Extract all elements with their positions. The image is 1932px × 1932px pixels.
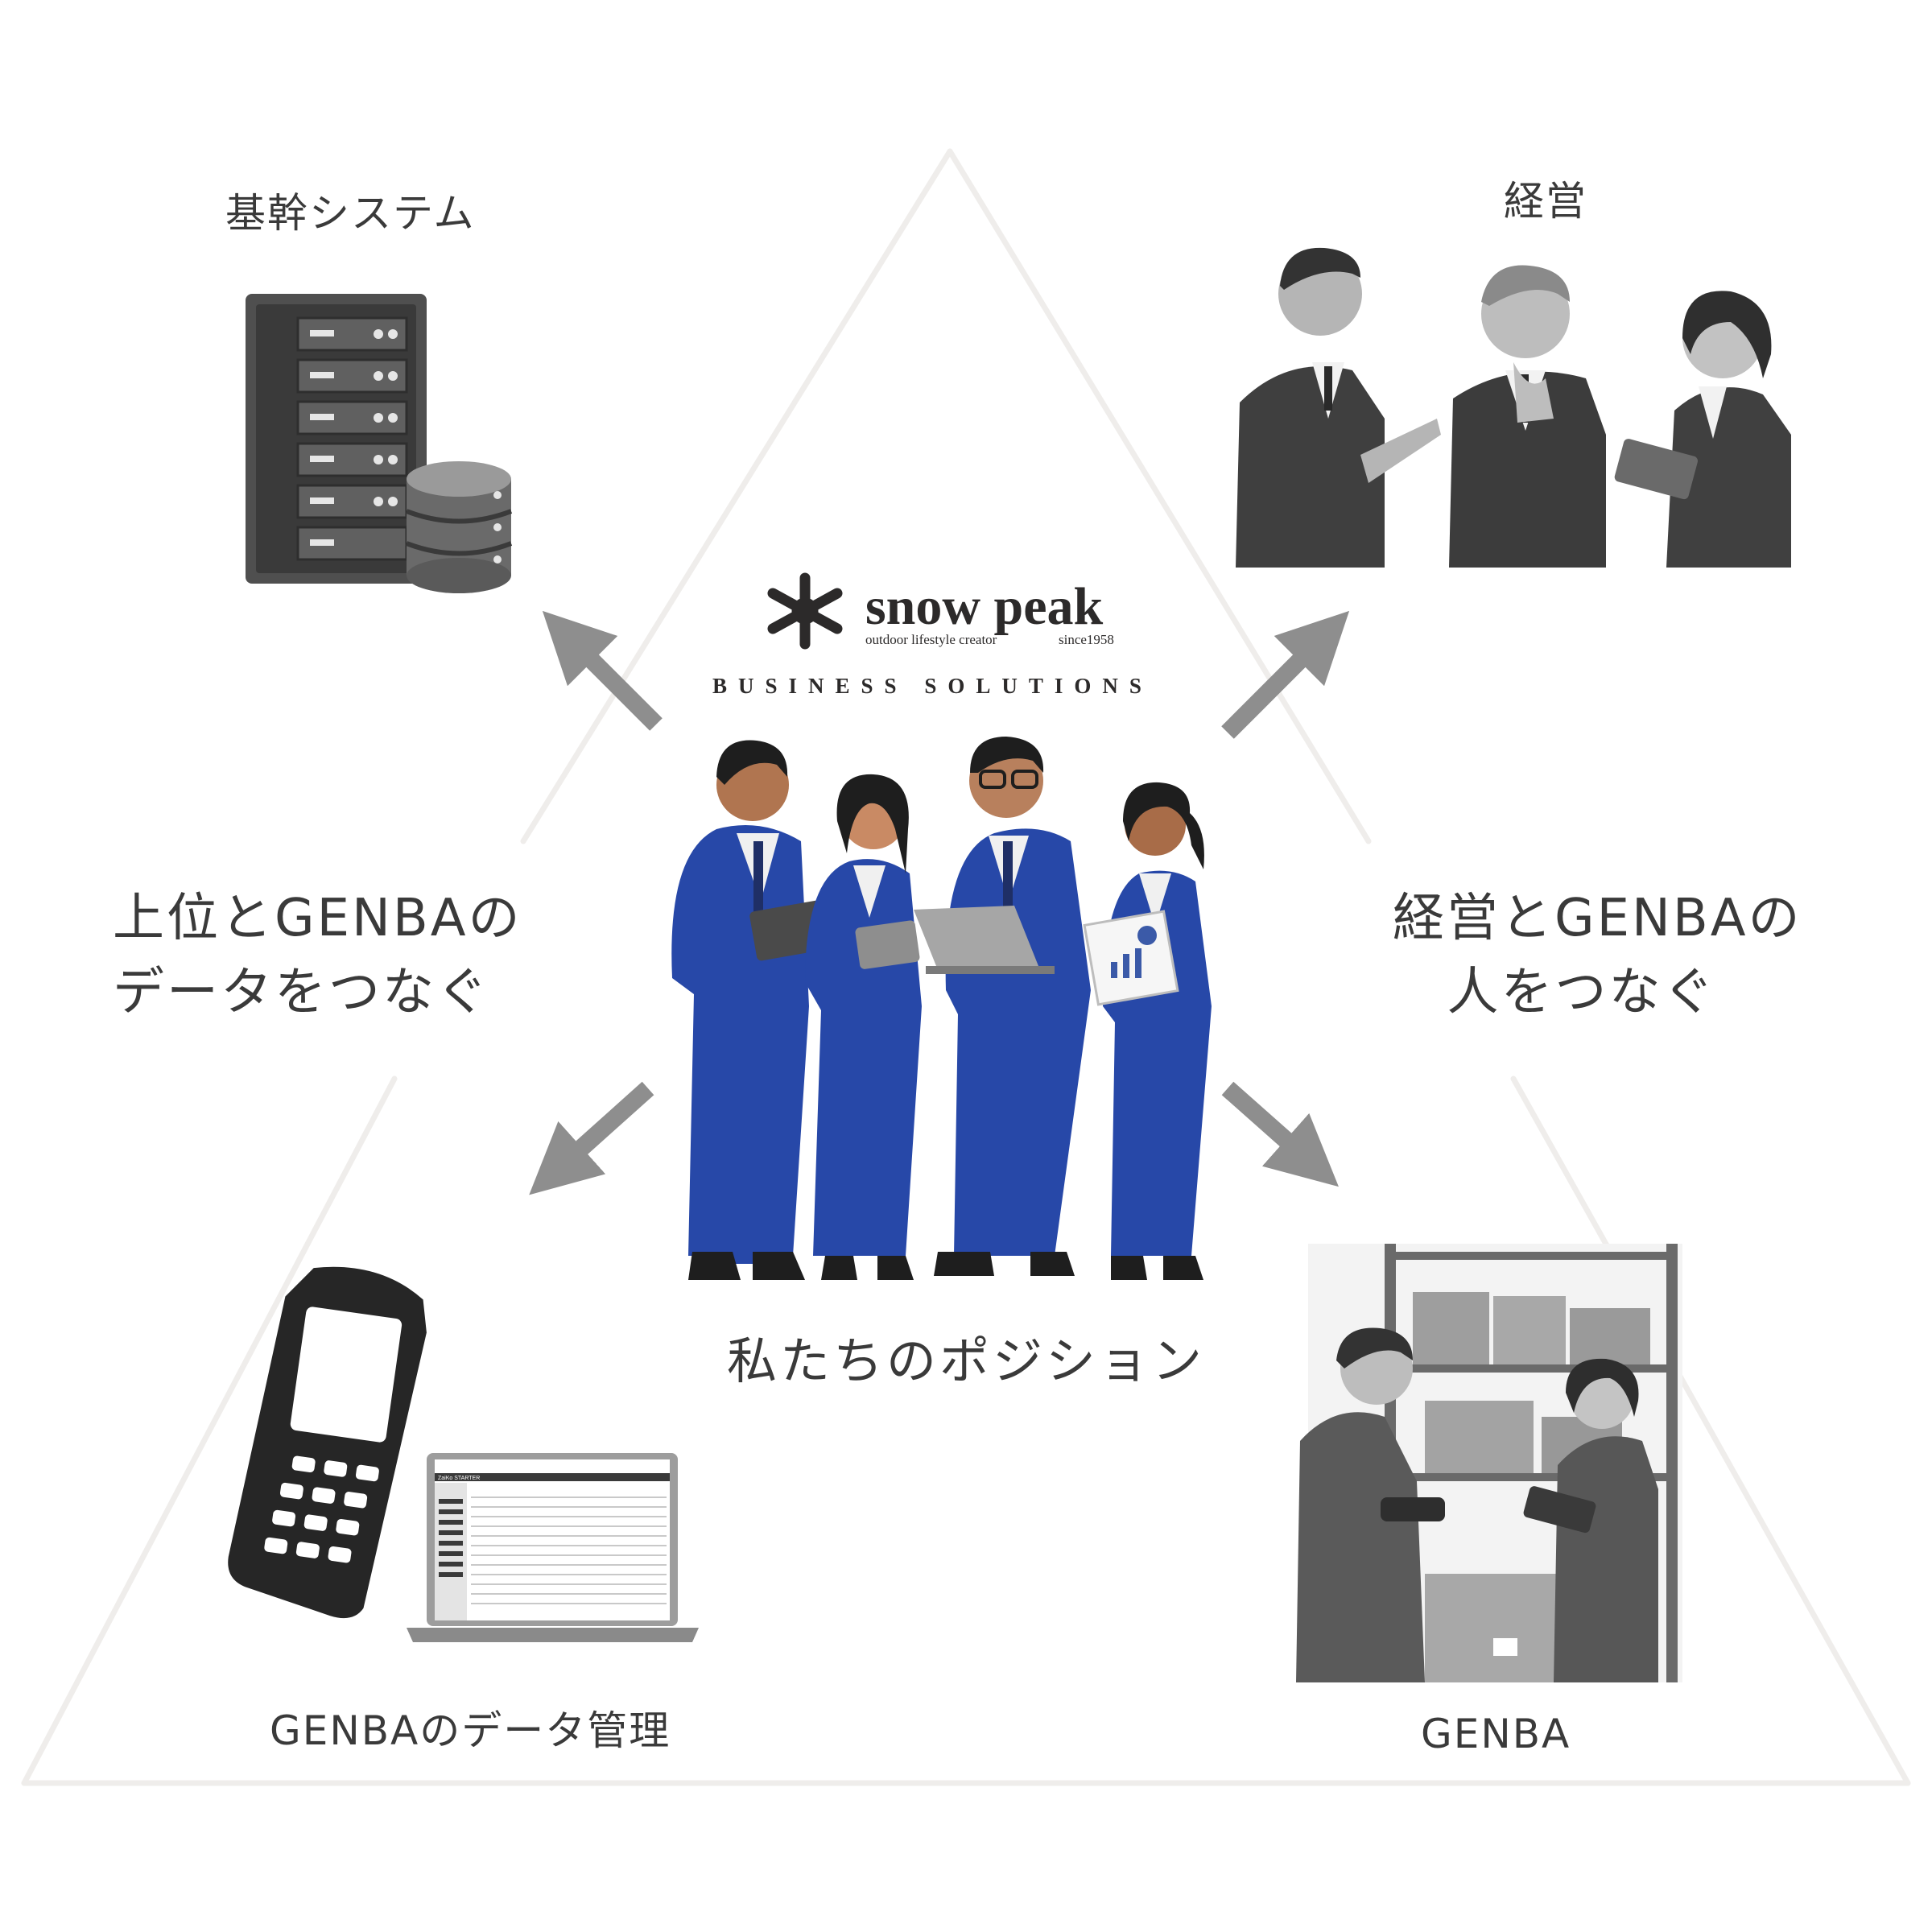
logo-since: since1958 xyxy=(1059,632,1114,647)
team-illustration xyxy=(671,737,1212,1280)
manager-figure-right xyxy=(1614,291,1791,568)
team-member-3 xyxy=(914,737,1091,1276)
logo-wordmark: snow peak xyxy=(865,577,1104,636)
genba-warehouse-illustration xyxy=(1296,1244,1682,1682)
server-rack-icon xyxy=(246,294,427,584)
logo-division: BUSINESS SOLUTIONS xyxy=(712,674,1153,698)
arrow-to-genba-data xyxy=(529,1081,654,1195)
logo-tagline: outdoor lifestyle creator xyxy=(865,632,997,647)
manager-figure-left xyxy=(1236,247,1441,568)
database-icon xyxy=(405,461,513,593)
arrow-to-management xyxy=(1221,610,1350,739)
snow-peak-logo-mark xyxy=(767,572,843,650)
center-caption: 私たちのポジション xyxy=(726,1331,1205,1390)
handheld-terminal-icon xyxy=(228,1266,427,1619)
edge-label-right: 経営とGENBAの 人をつなぐ xyxy=(1393,881,1802,1030)
laptop-screen-title: ZaiKo STARTER xyxy=(438,1476,480,1481)
edge-label-right-line1: 経営とGENBAの xyxy=(1393,889,1802,948)
arrow-to-core-system xyxy=(542,610,663,731)
edge-label-left-line1: 上位とGENBAの xyxy=(113,889,522,948)
label-core-system: 基幹システム xyxy=(225,190,476,237)
label-genba: GENBA xyxy=(1421,1711,1571,1757)
label-genba-data: GENBAのデータ管理 xyxy=(270,1707,671,1754)
worker-male xyxy=(1296,1327,1445,1682)
arrow-to-genba xyxy=(1221,1081,1339,1187)
label-management: 経営 xyxy=(1504,178,1587,225)
management-people-illustration xyxy=(1236,247,1791,568)
edge-label-left-line2: データをつなぐ xyxy=(113,963,490,1022)
team-member-1 xyxy=(671,740,828,1280)
arrows xyxy=(529,610,1350,1195)
edge-label-left: 上位とGENBAの データをつなぐ xyxy=(113,881,522,1030)
edge-label-right-line2: 人をつなぐ xyxy=(1447,963,1717,1022)
manager-figure-center xyxy=(1449,265,1606,568)
worker-female xyxy=(1523,1358,1658,1682)
team-member-4 xyxy=(1083,782,1212,1280)
laptop-icon xyxy=(407,1453,699,1642)
background-triangle xyxy=(21,148,1911,1786)
team-member-2 xyxy=(805,774,922,1280)
